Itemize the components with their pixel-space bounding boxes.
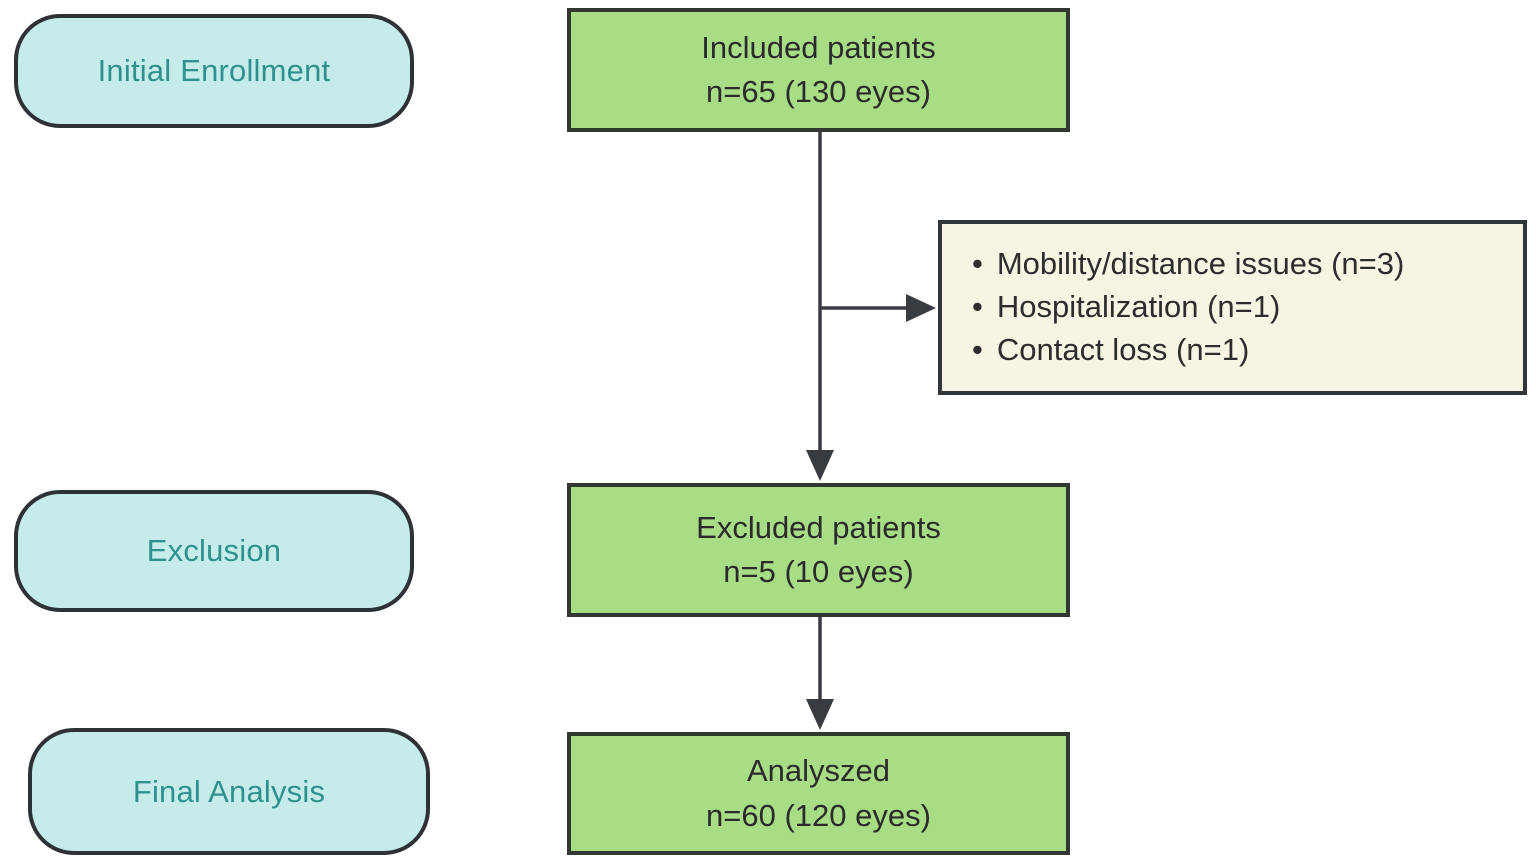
node-excluded-patients: Excluded patients n=5 (10 eyes): [567, 483, 1070, 617]
stage-final-analysis-label: Final Analysis: [132, 773, 326, 809]
stage-exclusion-label: Exclusion: [146, 533, 282, 568]
exclusion-reason-text: Contact loss (n=1): [996, 331, 1250, 367]
stage-initial-enrollment: Initial Enrollment: [14, 14, 414, 128]
arrow-included-to-excluded: [806, 132, 834, 481]
bullet-icon: •: [972, 331, 983, 367]
node-analyzed-title: Analyszed: [746, 753, 891, 789]
stage-final-analysis: Final Analysis: [28, 728, 430, 855]
exclusion-reason-text: Hospitalization (n=1): [996, 289, 1281, 325]
node-included-patients-title: Included patients: [701, 29, 936, 65]
arrow-excluded-to-analyzed: [806, 617, 834, 730]
exclusion-reason-item: • Contact loss (n=1): [972, 329, 1523, 372]
exclusion-reason-item: • Mobility/distance issues (n=3): [972, 243, 1523, 286]
bullet-icon: •: [972, 246, 983, 282]
exclusion-reason-text: Mobility/distance issues (n=3): [996, 246, 1405, 282]
exclusion-reasons-box: • Mobility/distance issues (n=3) • Hospi…: [938, 220, 1527, 395]
bullet-icon: •: [972, 289, 983, 325]
exclusion-reason-item: • Hospitalization (n=1): [972, 286, 1523, 329]
stage-initial-enrollment-label: Initial Enrollment: [97, 53, 331, 88]
node-analyzed-count: n=60 (120 eyes): [706, 797, 931, 833]
node-analyzed: Analyszed n=60 (120 eyes): [567, 732, 1070, 855]
node-excluded-patients-title: Excluded patients: [696, 509, 941, 545]
arrow-to-exclusion-reasons: [820, 294, 936, 322]
node-included-patients: Included patients n=65 (130 eyes): [567, 8, 1070, 132]
node-included-patients-count: n=65 (130 eyes): [706, 74, 931, 109]
stage-exclusion: Exclusion: [14, 490, 414, 612]
node-excluded-patients-count: n=5 (10 eyes): [723, 554, 914, 589]
